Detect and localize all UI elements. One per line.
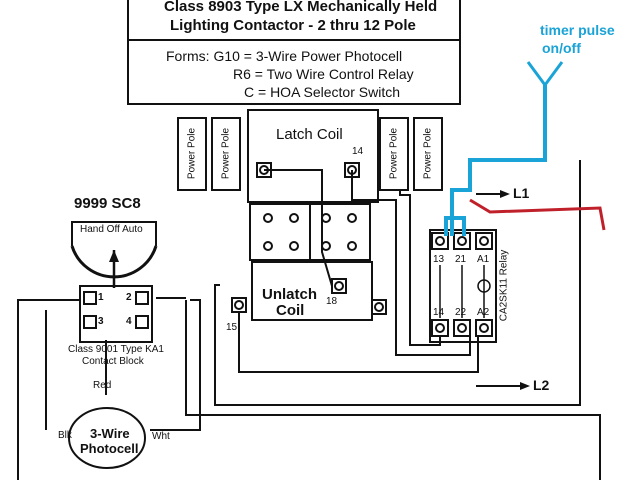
form-r6: R6 = Two Wire Control Relay <box>233 66 414 82</box>
latch-coil-housing <box>247 109 379 203</box>
timer-label-line1: timer pulse <box>540 22 615 38</box>
contact-4: 4 <box>126 316 132 327</box>
terminal-14-label: 14 <box>352 146 364 157</box>
relay-top-21: 21 <box>455 254 467 265</box>
timer-label-line2: on/off <box>542 40 581 56</box>
latch-coil-label: Latch Coil <box>276 126 343 143</box>
l2-label: L2 <box>533 377 550 393</box>
contact-block-terminals <box>83 291 149 329</box>
relay-terminals <box>431 232 493 337</box>
power-pole-4 <box>413 117 443 191</box>
selector-top <box>71 221 157 246</box>
power-pole-2 <box>211 117 241 191</box>
contact-1: 1 <box>98 292 104 303</box>
terminal-15-label: 15 <box>226 322 238 333</box>
power-pole-label-2: Power Pole <box>220 127 232 180</box>
form-g10: Forms: G10 = 3-Wire Power Photocell <box>166 48 403 64</box>
timer-wire-2 <box>450 85 547 236</box>
black-wiring <box>17 160 601 480</box>
terminal-18-label: 18 <box>326 296 338 307</box>
relay-name: CA2SK11 Relay <box>498 249 510 322</box>
photocell-circle <box>68 407 146 469</box>
wire-blk-label: Blk <box>58 430 72 441</box>
relay-bottom-14: 14 <box>433 307 445 318</box>
power-pole-label-3: Power Pole <box>388 127 400 180</box>
header-title-line1: Class 8903 Type LX Mechanically Held <box>164 0 438 15</box>
contact-block-line2: Contact Block <box>82 356 144 367</box>
unlatch-coil-line1: Unlatch <box>262 286 318 303</box>
timer-wire-1 <box>444 216 466 236</box>
l1-label: L1 <box>513 185 530 201</box>
l1-wire <box>469 198 606 231</box>
relay-top-a1: A1 <box>477 254 490 265</box>
contact-block-line1: Class 9001 Type KA1 <box>68 344 164 355</box>
contact-2: 2 <box>126 292 132 303</box>
selector-positions: Hand Off Auto <box>80 224 143 235</box>
wire-wht-label: Wht <box>152 431 170 442</box>
l1-arrow <box>500 190 510 198</box>
power-pole-1 <box>177 117 207 191</box>
relay-bottom-22: 22 <box>455 307 467 318</box>
selector-title: 9999 SC8 <box>74 195 141 212</box>
power-pole-label-4: Power Pole <box>422 127 434 180</box>
wire-red-label: Red <box>93 380 112 391</box>
photocell-line1: 3-Wire <box>90 426 130 441</box>
contact-3: 3 <box>98 316 104 327</box>
power-pole-label-1: Power Pole <box>186 127 198 180</box>
header-title-line2: Lighting Contactor - 2 thru 12 Pole <box>170 17 416 34</box>
header-box <box>127 0 461 105</box>
relay-bottom-a2: A2 <box>477 307 490 318</box>
contact-block-box <box>79 285 153 343</box>
timer-antenna <box>526 61 564 88</box>
relay-top-13: 13 <box>433 254 445 265</box>
unlatch-coil-line2: Coil <box>276 302 305 319</box>
l2-arrow <box>520 382 530 390</box>
power-pole-3 <box>379 117 409 191</box>
unlatch-coil-housing <box>251 261 373 321</box>
form-c: C = HOA Selector Switch <box>244 84 401 100</box>
photocell-line2: Photocell <box>80 441 139 456</box>
